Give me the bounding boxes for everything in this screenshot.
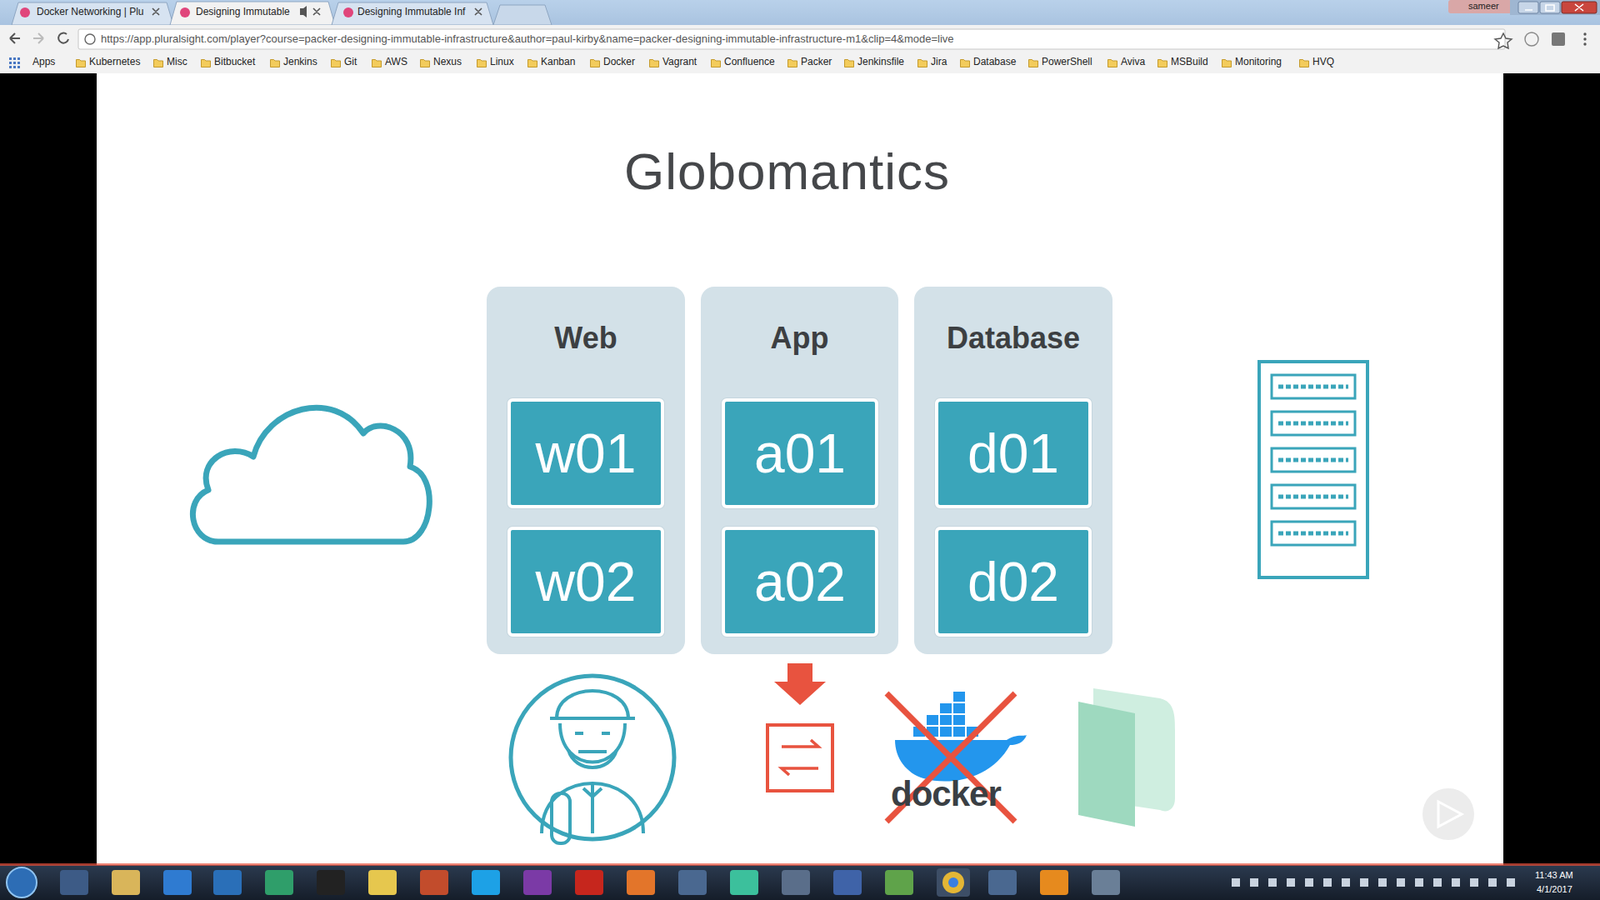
tab-title: Designing Immutable Inf (357, 5, 465, 18)
tier-group: Database d01 d02 (914, 286, 1113, 655)
user-name: sameer (1468, 0, 1500, 11)
server-box: w02 (507, 526, 665, 637)
tab-title: Designing Immutable (195, 5, 290, 18)
bookmark-label: Bitbucket (214, 55, 255, 68)
bookmark-label: HVQ (1312, 55, 1335, 68)
server-name: d02 (967, 550, 1060, 614)
logo-wordmark: docker (890, 774, 1001, 815)
bookmark-label: Database (973, 55, 1016, 68)
tier-heading: Web (486, 286, 685, 390)
server-name: w01 (535, 421, 636, 485)
bookmark-folder-icon (787, 57, 798, 68)
tier-group: Web w01 w02 (486, 286, 685, 655)
tab-title: Docker Networking | Plu (36, 5, 145, 18)
bookmark-label: Monitoring (1235, 55, 1282, 68)
bookmark-label: AWS (385, 55, 408, 68)
bookmark-folder-icon (1107, 57, 1118, 68)
bookmark-label: Packer (800, 55, 832, 68)
bookmark-folder-icon (270, 57, 280, 68)
bookmark-folder-icon (330, 57, 341, 68)
clock-date: 4/1/2017 (1536, 884, 1573, 895)
tier-group: App a01 a02 (700, 286, 899, 655)
slide-title: Globomantics (624, 141, 950, 201)
bookmark-folder-icon (649, 57, 660, 68)
bookmark-label: Jenkins (283, 55, 318, 68)
bookmark-folder-icon (420, 57, 430, 68)
address-url: https://app.pluralsight.com/player?cours… (100, 32, 955, 45)
bookmark-folder-icon (75, 57, 86, 68)
tier-heading: App (700, 286, 899, 390)
bookmark-folder-icon (153, 57, 164, 68)
server-box: d01 (935, 398, 1092, 509)
server-name: a01 (754, 421, 846, 485)
server-box: d02 (935, 526, 1092, 637)
bookmark-folder-icon (710, 57, 721, 68)
server-box: a01 (721, 398, 879, 509)
bookmark-label: PowerShell (1041, 55, 1093, 68)
server-name: a02 (754, 550, 846, 614)
bookmark-label: Aviva (1120, 55, 1145, 68)
bookmark-folder-icon (960, 57, 970, 68)
bookmark-label: MSBuild (1170, 55, 1209, 68)
bookmark-label: Docker (603, 55, 635, 68)
server-box: a02 (721, 526, 879, 637)
bookmark-folder-icon (527, 57, 538, 68)
bookmark-label: Misc (166, 55, 188, 68)
bookmark-label: Kubernetes (89, 55, 140, 68)
bookmark-label: Confluence (724, 55, 775, 68)
bookmark-label: Git (344, 55, 357, 68)
bookmark-label: Jenkinsfile (857, 55, 905, 68)
bookmark-folder-icon (844, 57, 855, 68)
bookmark-folder-icon (1157, 57, 1168, 68)
bookmark-label: Nexus (433, 55, 462, 68)
bookmark-folder-icon (917, 57, 928, 68)
bookmark-label: Vagrant (662, 55, 697, 68)
server-box: w01 (507, 398, 665, 509)
clock-time: 11:43 AM (1535, 870, 1574, 880)
bookmark-label: Jira (930, 55, 947, 68)
bookmark-label: Kanban (540, 55, 575, 68)
bookmark-folder-icon (590, 57, 600, 68)
server-name: w02 (535, 550, 636, 614)
bookmark-folder-icon (476, 57, 487, 68)
bookmark-folder-icon (1221, 57, 1232, 68)
bookmark-folder-icon (371, 57, 382, 68)
bookmark-folder-icon (200, 57, 211, 68)
bookmark-folder-icon (1028, 57, 1039, 68)
server-name: d01 (967, 421, 1060, 485)
bookmark-label: Apps (32, 55, 55, 68)
bookmark-label: Linux (490, 55, 515, 68)
bookmark-folder-icon (1299, 57, 1310, 68)
tier-heading: Database (914, 286, 1113, 390)
